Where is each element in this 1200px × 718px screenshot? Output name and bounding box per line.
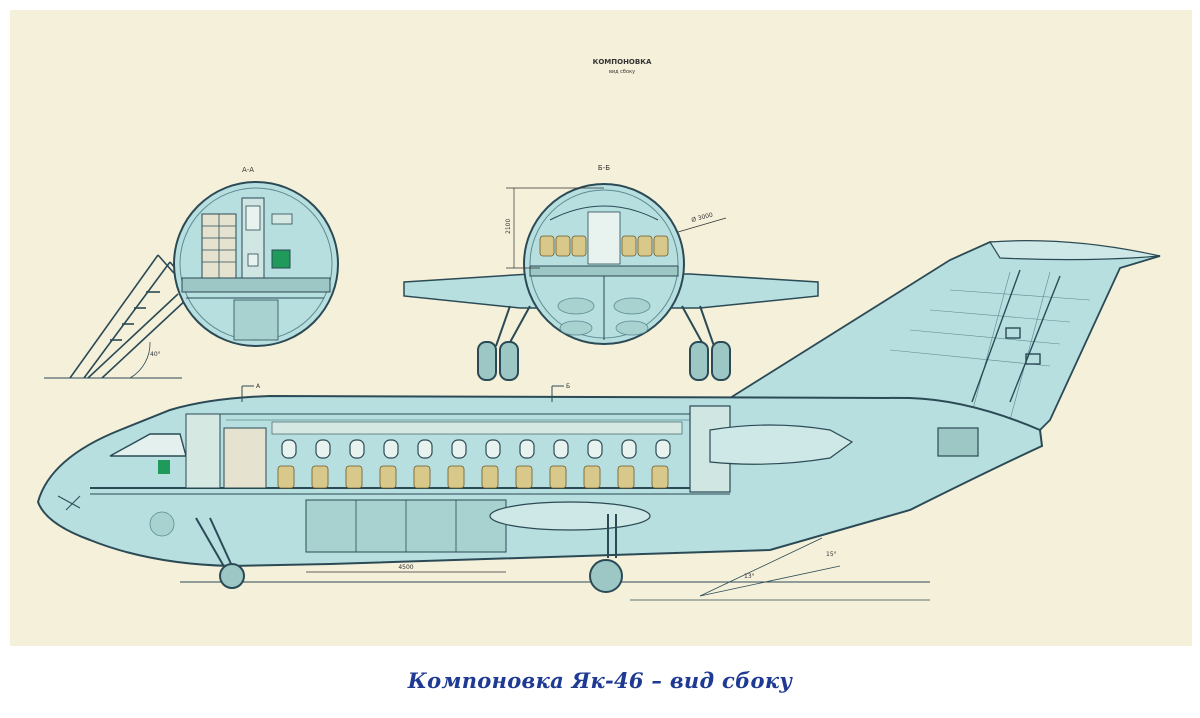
boarding-stairs bbox=[44, 254, 191, 379]
wing-root-side bbox=[489, 501, 651, 531]
section-a-label: А-А bbox=[242, 166, 254, 174]
stair-angle-label: 40° bbox=[150, 351, 161, 358]
diameter-dimension-label: Ø 3000 bbox=[691, 211, 714, 223]
seat-row-front-view bbox=[539, 235, 669, 257]
apu-unit bbox=[937, 427, 979, 457]
section-marker-b: Б bbox=[566, 383, 570, 390]
cabin-windows bbox=[281, 439, 671, 459]
main-gear-side bbox=[589, 514, 623, 593]
aircraft-layout-drawing: КОМПОНОВКА вид сбоку А-А 40° bbox=[36, 58, 1161, 601]
section-marker-a: А bbox=[256, 383, 261, 390]
engine-nacelle bbox=[709, 424, 854, 465]
section-b-label: Б-Б bbox=[598, 164, 610, 172]
section-a-a: А-А 40° bbox=[44, 166, 339, 379]
cabin-seats bbox=[277, 465, 669, 489]
tail-angle-label-1: 15° bbox=[826, 551, 837, 558]
cockpit-seat-green bbox=[158, 460, 170, 474]
section-b-b: Б-Б bbox=[403, 164, 819, 381]
cargo-dimension-label: 4500 bbox=[398, 564, 413, 571]
tail-angle-label-2: 13° bbox=[744, 573, 755, 580]
main-gear-right bbox=[681, 305, 731, 381]
drawing-title: КОМПОНОВКА bbox=[593, 58, 652, 66]
cockpit-windows bbox=[109, 433, 187, 457]
drawing-sheet: КОМПОНОВКА вид сбоку А-А 40° bbox=[10, 10, 1192, 646]
green-equipment-panel bbox=[271, 249, 291, 269]
nose-gear bbox=[195, 517, 245, 589]
height-dimension-label: 2100 bbox=[505, 219, 512, 234]
figure-caption: Компоновка Як-46 – вид сбоку bbox=[407, 668, 793, 693]
drawing-subtitle: вид сбоку bbox=[609, 69, 635, 75]
main-gear-left bbox=[477, 305, 531, 381]
side-view: 15° 13° bbox=[36, 240, 1161, 601]
